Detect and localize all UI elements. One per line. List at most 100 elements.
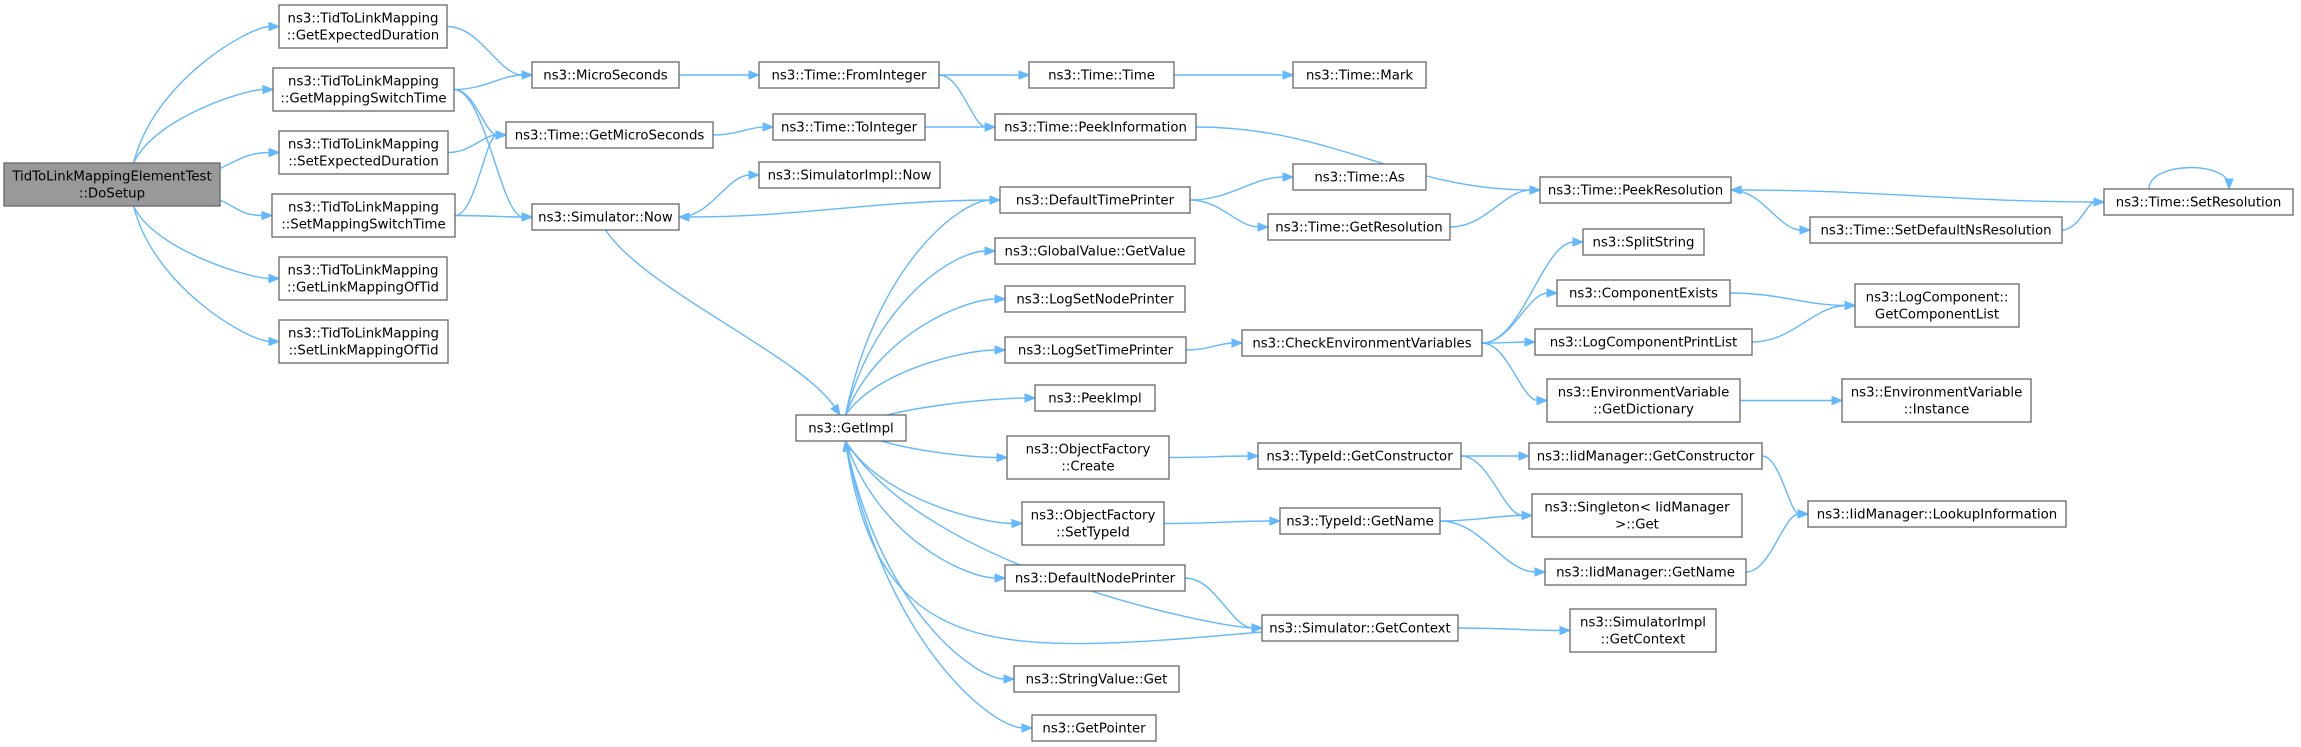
- node-set-exp-dur[interactable]: ns3::TidToLinkMapping::SetExpectedDurati…: [278, 130, 449, 175]
- edge-line: [1481, 292, 1549, 344]
- edge-sim-get-context-to-get-impl: [842, 439, 1263, 645]
- edge-arrowhead: [521, 212, 534, 222]
- edge-arrowhead: [268, 336, 281, 347]
- node-time-time[interactable]: ns3::Time::Time: [1028, 61, 1175, 89]
- edge-arrowhead: [268, 21, 281, 32]
- node-label: ns3::IidManager::LookupInformation: [1817, 508, 2057, 523]
- node-time-mark[interactable]: ns3::Time::Mark: [1292, 61, 1427, 89]
- node-get-pointer[interactable]: ns3::GetPointer: [1031, 714, 1157, 742]
- node-box: [1021, 501, 1165, 546]
- node-label: ns3::LogSetNodePrinter: [1016, 293, 1174, 308]
- node-peek-resolution[interactable]: ns3::Time::PeekResolution: [1539, 176, 1732, 204]
- node-label: ns3::ObjectFactory: [1026, 443, 1151, 458]
- edge-arrowhead: [1251, 623, 1264, 633]
- node-get-impl[interactable]: ns3::GetImpl: [795, 414, 907, 442]
- edge-line: [1481, 341, 1527, 344]
- node-box: [1809, 216, 2063, 244]
- node-micro-seconds[interactable]: ns3::MicroSeconds: [531, 61, 680, 89]
- edge-arrowhead: [830, 403, 841, 417]
- edge-root-to-get-link-map: [132, 205, 281, 284]
- node-label: ::Create: [1061, 460, 1114, 475]
- edge-line: [938, 74, 987, 128]
- node-type-id-get-name[interactable]: ns3::TypeId::GetName: [1279, 507, 1441, 535]
- node-obj-fact-create[interactable]: ns3::ObjectFactory::Create: [1006, 435, 1170, 480]
- node-set-def-ns-res[interactable]: ns3::Time::SetDefaultNsResolution: [1809, 216, 2063, 244]
- node-comp-exists[interactable]: ns3::ComponentExists: [1556, 279, 1731, 307]
- node-get-resolution[interactable]: ns3::Time::GetResolution: [1267, 213, 1451, 241]
- node-box: [278, 319, 449, 364]
- edge-arrowhead: [677, 212, 690, 222]
- node-time-as[interactable]: ns3::Time::As: [1292, 163, 1427, 191]
- node-label: ns3::LogComponent::: [1866, 291, 2009, 306]
- node-get-exp-dur[interactable]: ns3::TidToLinkMapping::GetExpectedDurati…: [278, 4, 448, 49]
- node-box: [1841, 378, 2032, 423]
- node-log-set-time-printer[interactable]: ns3::LogSetTimePrinter: [1004, 336, 1187, 364]
- node-box: [994, 113, 1197, 141]
- node-sim-impl-now[interactable]: ns3::SimulatorImpl::Now: [758, 161, 941, 189]
- node-def-time-printer[interactable]: ns3::DefaultTimePrinter: [999, 186, 1191, 214]
- node-obj-fact-set-type-id[interactable]: ns3::ObjectFactory::SetTypeId: [1021, 501, 1165, 546]
- node-type-id-get-ctor[interactable]: ns3::TypeId::GetConstructor: [1257, 442, 1462, 470]
- node-log-comp-print-list[interactable]: ns3::LogComponentPrintList: [1534, 328, 1753, 356]
- node-def-node-printer[interactable]: ns3::DefaultNodePrinter: [1004, 564, 1186, 592]
- node-to-integer[interactable]: ns3::Time::ToInteger: [772, 113, 926, 141]
- node-split-string[interactable]: ns3::SplitString: [1582, 228, 1705, 256]
- node-global-get-value[interactable]: ns3::GlobalValue::GetValue: [994, 237, 1196, 265]
- node-log-comp-list[interactable]: ns3::LogComponent::GetComponentList: [1854, 283, 2020, 328]
- node-sim-impl-get-context[interactable]: ns3::SimulatorImpl::GetContext: [1569, 608, 1717, 653]
- node-get-link-map[interactable]: ns3::TidToLinkMapping::GetLinkMappingOfT…: [278, 256, 448, 301]
- node-check-env[interactable]: ns3::CheckEnvironmentVariables: [1241, 329, 1483, 357]
- edge-check-env-to-log-comp-print-list: [1481, 337, 1537, 347]
- node-root[interactable]: TidToLinkMappingElementTest::DoSetup: [3, 162, 221, 207]
- edge-arrowhead: [996, 452, 1009, 463]
- edge-arrowhead: [1011, 518, 1024, 529]
- node-label: ns3::Time::GetResolution: [1275, 221, 1442, 236]
- edge-def-time-printer-to-time-as: [1189, 172, 1295, 201]
- edge-arrowhead: [994, 573, 1007, 583]
- node-box: [1292, 61, 1427, 89]
- node-iid-get-ctor[interactable]: ns3::IidManager::GetConstructor: [1528, 442, 1763, 470]
- node-singleton-get[interactable]: ns3::Singleton< IidManager>::Get: [1531, 493, 1743, 538]
- node-label: ::GetLinkMappingOfTid: [287, 281, 439, 296]
- edge-line: [2061, 201, 2096, 231]
- node-sim-get-context[interactable]: ns3::Simulator::GetContext: [1261, 614, 1459, 642]
- node-peek-impl[interactable]: ns3::PeekImpl: [1034, 384, 1156, 412]
- node-box: [1292, 163, 1427, 191]
- node-string-value-get[interactable]: ns3::StringValue::Get: [1013, 665, 1180, 693]
- node-env-get-dict[interactable]: ns3::EnvironmentVariable::GetDictionary: [1546, 378, 1741, 423]
- edge-arrowhead: [1282, 172, 1295, 182]
- edge-log-set-time-printer-to-check-env: [1185, 338, 1244, 351]
- edge-line: [1761, 455, 1800, 515]
- edge-line: [844, 440, 1014, 525]
- edge-get-impl-to-obj-fact-set-type-id: [844, 440, 1024, 529]
- node-env-instance[interactable]: ns3::EnvironmentVariable::Instance: [1841, 378, 2032, 423]
- edge-arrowhead: [1024, 393, 1037, 403]
- node-sim-now[interactable]: ns3::Simulator::Now: [531, 203, 680, 231]
- node-log-set-node-printer[interactable]: ns3::LogSetNodePrinter: [1004, 285, 1186, 313]
- node-from-integer[interactable]: ns3::Time::FromInteger: [758, 61, 940, 89]
- node-set-map-switch[interactable]: ns3::TidToLinkMapping::SetMappingSwitchT…: [271, 193, 456, 238]
- node-label: ns3::Singleton< IidManager: [1544, 501, 1730, 516]
- node-set-resolution[interactable]: ns3::Time::SetResolution: [2103, 188, 2294, 216]
- edge-root-to-get-map-switch: [132, 84, 275, 164]
- node-set-link-map[interactable]: ns3::TidToLinkMapping::SetLinkMappingOfT…: [278, 319, 449, 364]
- node-iid-lookup[interactable]: ns3::IidManager::LookupInformation: [1807, 500, 2067, 528]
- node-box: [1854, 283, 2020, 328]
- node-box: [1279, 507, 1441, 535]
- node-label: ns3::IidManager::GetConstructor: [1537, 450, 1755, 465]
- node-iid-get-name[interactable]: ns3::IidManager::GetName: [1544, 558, 1747, 586]
- node-get-map-switch[interactable]: ns3::TidToLinkMapping::GetMappingSwitchT…: [272, 67, 455, 112]
- node-label: ns3::TidToLinkMapping: [288, 138, 439, 153]
- edge-line: [1751, 304, 1847, 343]
- edge-arrowhead: [1247, 451, 1260, 461]
- node-get-micro-seconds[interactable]: ns3::Time::GetMicroSeconds: [505, 121, 714, 149]
- node-label: ns3::Time::As: [1314, 171, 1404, 186]
- edge-arrowhead: [1269, 516, 1282, 526]
- edge-line: [1730, 189, 1802, 231]
- node-label: ::GetContext: [1601, 633, 1686, 648]
- node-box: [1004, 336, 1187, 364]
- edge-type-id-get-ctor-to-iid-get-ctor: [1461, 451, 1531, 461]
- node-box: [1013, 665, 1180, 693]
- node-peek-info[interactable]: ns3::Time::PeekInformation: [994, 113, 1197, 141]
